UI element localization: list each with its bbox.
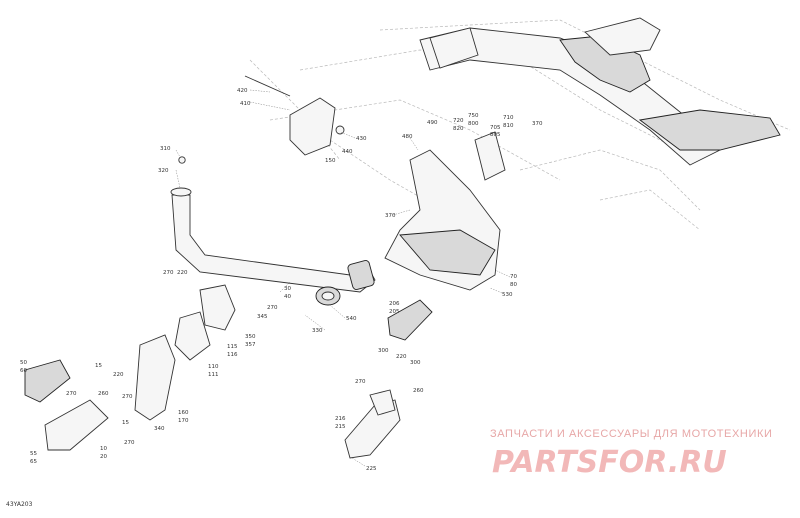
label-20: 20 [100,454,107,460]
label-220-b: 220 [113,372,124,378]
label-80: 80 [510,282,517,288]
watermark: ЗАПЧАСТИ И АКСЕССУАРЫ ДЛЯ МОТОТЕХНИКИ PA… [490,428,772,480]
label-60: 60 [20,368,27,374]
label-480: 480 [402,134,413,140]
label-15-a: 15 [95,363,102,369]
label-170: 170 [178,418,189,424]
label-225: 225 [366,466,377,472]
label-30: 30 [284,286,291,292]
label-270-d: 270 [122,394,133,400]
label-206: 206 [389,301,400,307]
label-410: 410 [240,101,251,107]
label-800: 800 [468,121,479,127]
label-55: 55 [30,451,37,457]
label-350: 350 [245,334,256,340]
label-370-top: 370 [532,121,543,127]
label-15-b: 15 [122,420,129,426]
label-310: 310 [160,146,171,152]
left-bracket-assembly [24,284,236,451]
label-260-b: 260 [413,388,424,394]
label-490: 490 [427,120,438,126]
label-116: 116 [227,352,238,358]
rear-frame-bracket [419,17,781,166]
label-220-a: 220 [177,270,188,276]
label-216: 216 [335,416,346,422]
label-345: 345 [257,314,268,320]
central-bracket [384,131,506,291]
label-710: 710 [503,115,514,121]
label-820: 820 [453,126,464,132]
label-215: 215 [335,424,346,430]
label-270-a: 270 [163,270,174,276]
label-370-mid: 370 [385,213,396,219]
label-705: 705 [490,125,501,131]
right-footpeg-assembly [344,299,433,459]
leader-lines [175,89,511,467]
label-160: 160 [178,410,189,416]
bearing-540 [315,286,341,306]
label-50: 50 [20,360,27,366]
label-720: 720 [453,118,464,124]
label-220-c: 220 [396,354,407,360]
label-440: 440 [342,149,353,155]
label-540: 540 [346,316,357,322]
label-810: 810 [503,123,514,129]
part-labels: 420 410 430 440 150 310 320 490 480 720 … [20,88,543,472]
label-270-f: 270 [355,379,366,385]
label-300-a: 300 [378,348,389,354]
label-70: 70 [510,274,517,280]
label-320: 320 [158,168,169,174]
watermark-title: ЗАПЧАСТИ И АКСЕССУАРЫ ДЛЯ МОТОТЕХНИКИ [490,428,772,440]
label-300-b: 300 [410,360,421,366]
label-205: 205 [389,309,400,315]
label-750: 750 [468,113,479,119]
label-10: 10 [100,446,107,452]
label-805: 805 [490,132,501,138]
diagram-code: 43YA203 [6,501,33,508]
label-115: 115 [227,344,238,350]
label-260-a: 260 [98,391,109,397]
label-270-e: 270 [124,440,135,446]
watermark-brand: PARTSFOR.RU [492,445,727,480]
label-150: 150 [325,158,336,164]
label-340: 340 [154,426,165,432]
label-270-b: 270 [267,305,278,311]
label-111: 111 [208,372,219,378]
bracket-150 [244,75,345,156]
label-530: 530 [502,292,513,298]
label-110: 110 [208,364,219,370]
label-40: 40 [284,294,291,300]
label-420: 420 [237,88,248,94]
label-270-c: 270 [66,391,77,397]
label-65: 65 [30,459,37,465]
u-bar [170,156,376,293]
label-330: 330 [312,328,323,334]
label-430: 430 [356,136,367,142]
label-357: 357 [245,342,256,348]
